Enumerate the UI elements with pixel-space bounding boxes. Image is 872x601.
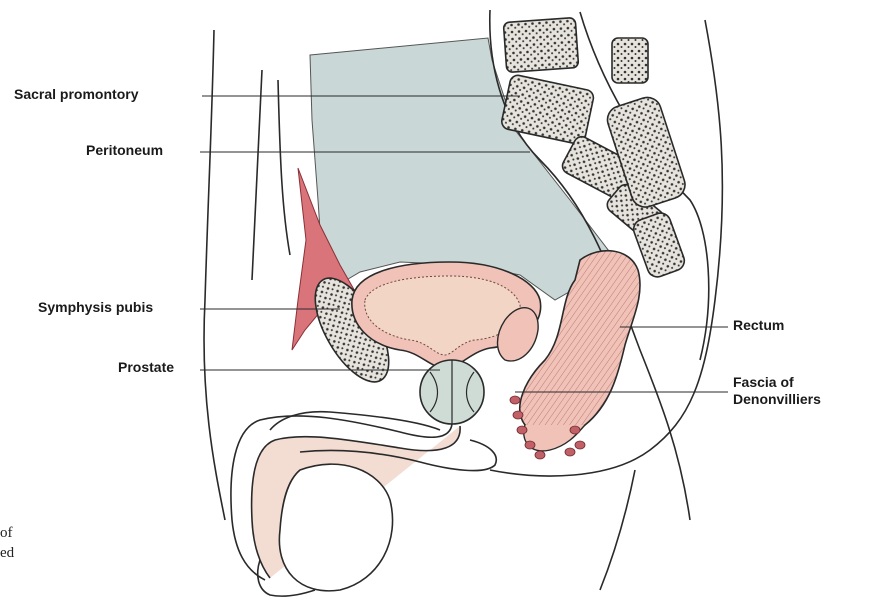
- label-fascia-line1: Fascia of: [733, 374, 794, 391]
- label-peritoneum: Peritoneum: [86, 142, 163, 159]
- caption-fragment-line1: of: [0, 524, 13, 543]
- label-rectum: Rectum: [733, 317, 784, 334]
- label-sacral-promontory: Sacral promontory: [14, 86, 138, 103]
- label-prostate: Prostate: [118, 359, 174, 376]
- label-symphysis-pubis: Symphysis pubis: [38, 299, 153, 316]
- label-fascia-line2: Denonvilliers: [733, 391, 821, 408]
- caption-fragment-line2: ed: [0, 544, 14, 563]
- scrotum: [279, 464, 392, 591]
